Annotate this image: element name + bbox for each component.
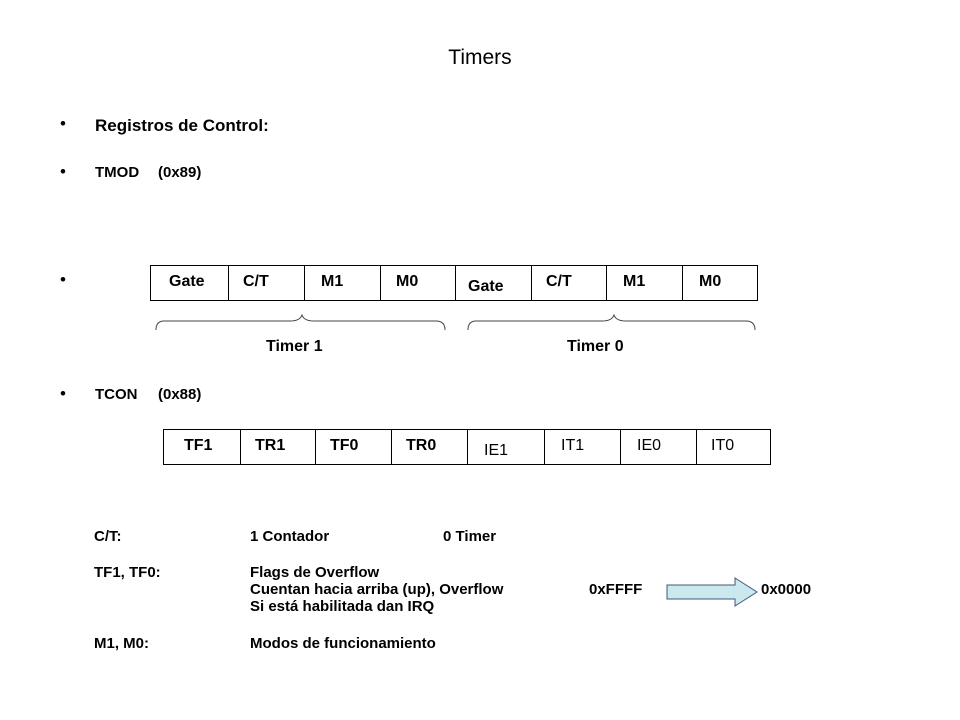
note-tf-line2: Cuentan hacia arriba (up), Overflow: [250, 581, 504, 598]
brace-timer1: [155, 314, 446, 331]
tcon-cell: IT0: [711, 437, 735, 454]
note-tf-key: TF1, TF0:: [94, 564, 161, 581]
tmod-cell: M1: [305, 266, 381, 300]
note-tf-from: 0xFFFF: [589, 581, 643, 598]
note-tf-line3: Si está habilitada dan IRQ: [250, 598, 435, 615]
tcon-cell: TF1: [164, 430, 241, 464]
bullet-tmod: TMOD: [95, 164, 140, 181]
bullet-dot: •: [60, 114, 66, 133]
note-ct-key: C/T:: [94, 528, 122, 545]
label-timer1: Timer 1: [266, 338, 323, 355]
note-ct-value2: 0 Timer: [443, 528, 497, 545]
bullet-tcon: TCON: [95, 386, 138, 403]
tcon-cell: TR1: [241, 430, 316, 464]
tmod-cell: C/T: [229, 266, 305, 300]
tmod-cell: Gate: [151, 266, 229, 300]
label-timer0: Timer 0: [567, 338, 624, 355]
note-tf-to: 0x0000: [761, 581, 812, 598]
tcon-cell: IT1: [545, 430, 621, 464]
bullet-dot: •: [60, 384, 66, 403]
tmod-cell: C/T: [532, 266, 607, 300]
tmod-register: Gate C/T M1 M0 Gate C/T M1 M0: [150, 265, 758, 301]
tmod-cell: M0: [699, 273, 722, 290]
slide-title: Timers: [448, 46, 512, 69]
note-m-key: M1, M0:: [94, 635, 150, 652]
bullet-tcon-addr: (0x88): [158, 386, 202, 403]
group-braces: [155, 314, 756, 331]
tcon-cell: TF0: [316, 430, 392, 464]
bullet-registros: Registros de Control:: [95, 116, 269, 135]
tmod-cell: M1: [607, 266, 683, 300]
tcon-cell: IE1: [468, 430, 545, 464]
brace-timer0: [467, 314, 756, 331]
note-ct-value1: 1 Contador: [250, 528, 330, 545]
note-tf-line1: Flags de Overflow: [250, 564, 380, 581]
overflow-arrow-icon: [666, 577, 758, 607]
tcon-register: TF1 TR1 TF0 TR0 IE1 IT1 IE0 IT0: [163, 429, 771, 465]
tcon-cell: TR0: [392, 430, 468, 464]
note-m-value: Modos de funcionamiento: [250, 635, 436, 652]
bullet-dot: •: [60, 270, 66, 289]
bullet-dot: •: [60, 162, 66, 181]
tmod-cell: Gate: [456, 266, 532, 300]
tcon-cell: IE0: [621, 430, 697, 464]
bullet-tmod-addr: (0x89): [158, 164, 202, 181]
tmod-cell: M0: [381, 266, 456, 300]
